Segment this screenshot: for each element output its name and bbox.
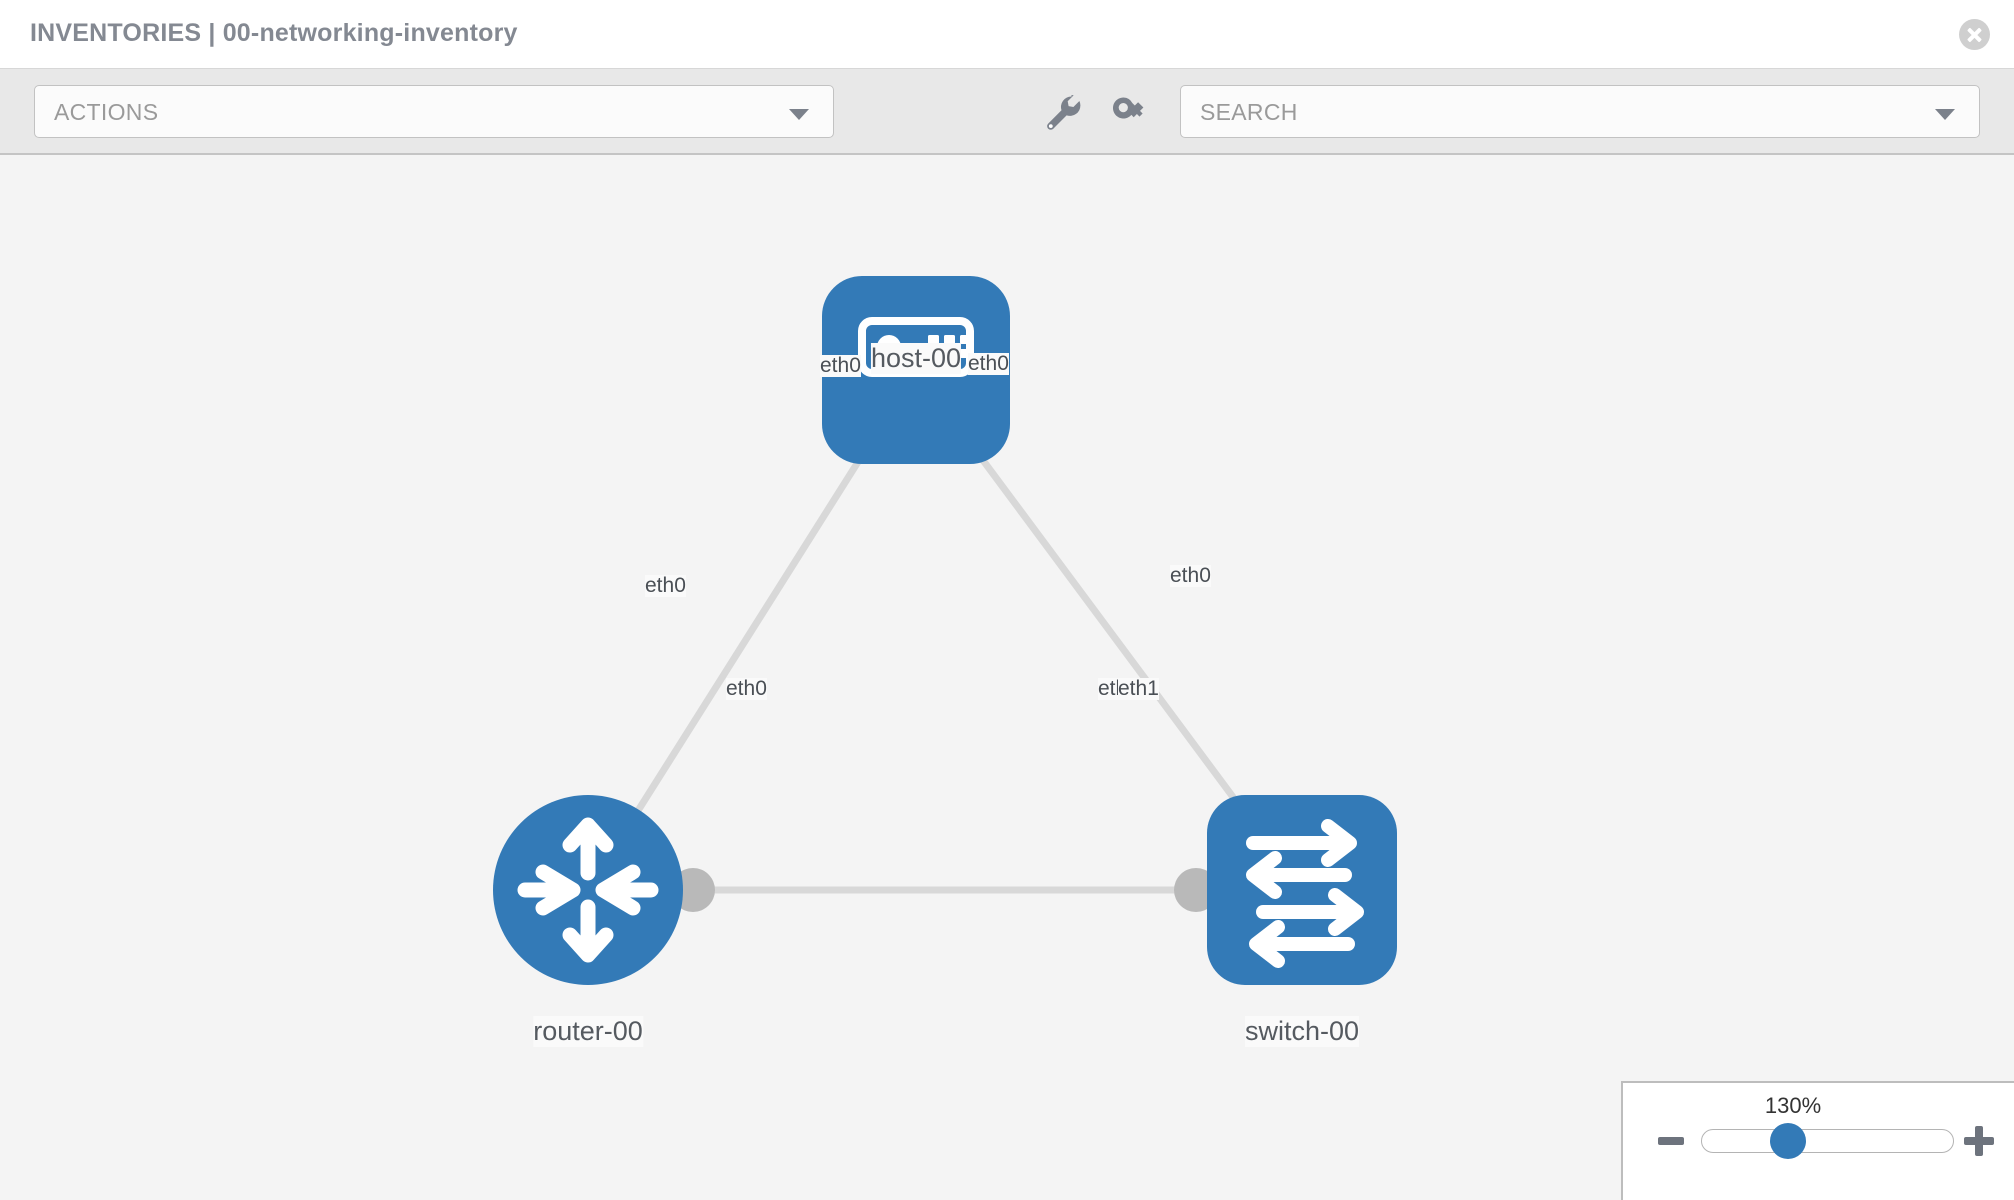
node-label-host-00: host-00 [870,343,962,374]
zoom-in-button[interactable] [1964,1126,1994,1156]
key-icon[interactable] [1103,86,1155,138]
chevron-down-icon [789,109,809,120]
search-input[interactable]: SEARCH [1180,85,1980,138]
topology-canvas[interactable]: host-00 router-00 switch-00 eth0 eth0 et… [0,155,2014,1200]
node-label-router-00: router-00 [533,1016,643,1047]
toolbar: ACTIONS SEARCH [0,69,2014,155]
wrench-icon[interactable] [1035,86,1087,138]
actions-dropdown[interactable]: ACTIONS [34,85,834,138]
zoom-control-panel: 130% [1621,1081,2014,1200]
zoom-slider-track[interactable] [1701,1129,1954,1153]
node-switch-00[interactable] [1207,795,1397,985]
page-title: INVENTORIES | 00-networking-inventory [30,19,518,47]
actions-dropdown-label: ACTIONS [54,99,159,125]
close-icon[interactable] [1959,19,1990,50]
iface-label-switch-left-b: eth1 [1118,677,1159,701]
zoom-slider-thumb[interactable] [1770,1123,1806,1159]
zoom-level-value: 130% [1764,1093,1822,1118]
topology-graph [493,276,1397,985]
iface-label-switch-up: eth0 [1170,564,1211,588]
zoom-out-button[interactable] [1658,1137,1684,1145]
iface-label-host-right: eth0 [968,352,1009,376]
chevron-down-icon [1935,109,1955,120]
page-header: INVENTORIES | 00-networking-inventory [0,0,2014,69]
iface-label-router-right: eth0 [726,677,767,701]
iface-label-router-up: eth0 [645,574,686,598]
node-router-00[interactable] [493,795,683,985]
search-placeholder: SEARCH [1200,99,1298,125]
node-label-switch-00: switch-00 [1244,1016,1360,1047]
iface-label-host-left: eth0 [820,354,861,378]
